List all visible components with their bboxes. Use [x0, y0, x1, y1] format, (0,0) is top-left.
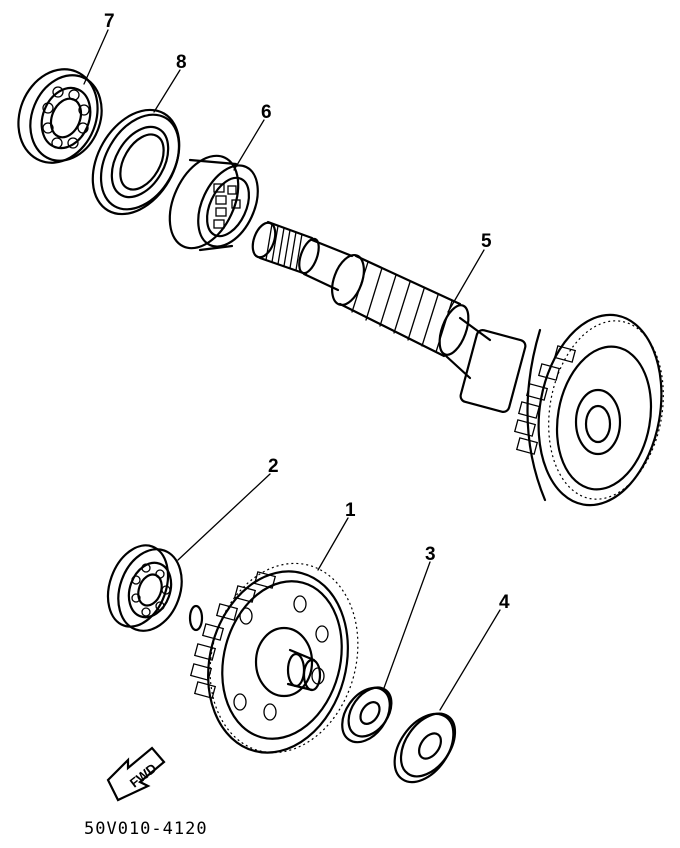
oil-seal-part-8	[91, 108, 181, 216]
washer-part-3	[341, 686, 393, 744]
callout-6: 6	[261, 102, 272, 123]
shaft-part-5	[251, 220, 664, 507]
fwd-arrow-icon: FWD	[106, 746, 166, 802]
callout-8: 8	[176, 52, 187, 73]
diagram-part-code: 50V010-4120	[84, 819, 208, 839]
callout-2: 2	[268, 456, 279, 477]
callout-3: 3	[425, 544, 436, 565]
gear-part-1	[188, 562, 359, 754]
callout-1: 1	[345, 500, 356, 521]
washer-part-4	[393, 712, 457, 784]
bearing-part-7	[17, 68, 103, 164]
bearing-part-2	[106, 544, 183, 632]
leader-lines	[83, 29, 501, 711]
callout-7: 7	[104, 11, 115, 32]
callout-labels: 7 8 6 5 2 1 3 4	[104, 11, 510, 613]
callout-4: 4	[499, 592, 510, 613]
needle-bearing-part-6	[168, 154, 259, 252]
callout-5: 5	[481, 231, 492, 252]
